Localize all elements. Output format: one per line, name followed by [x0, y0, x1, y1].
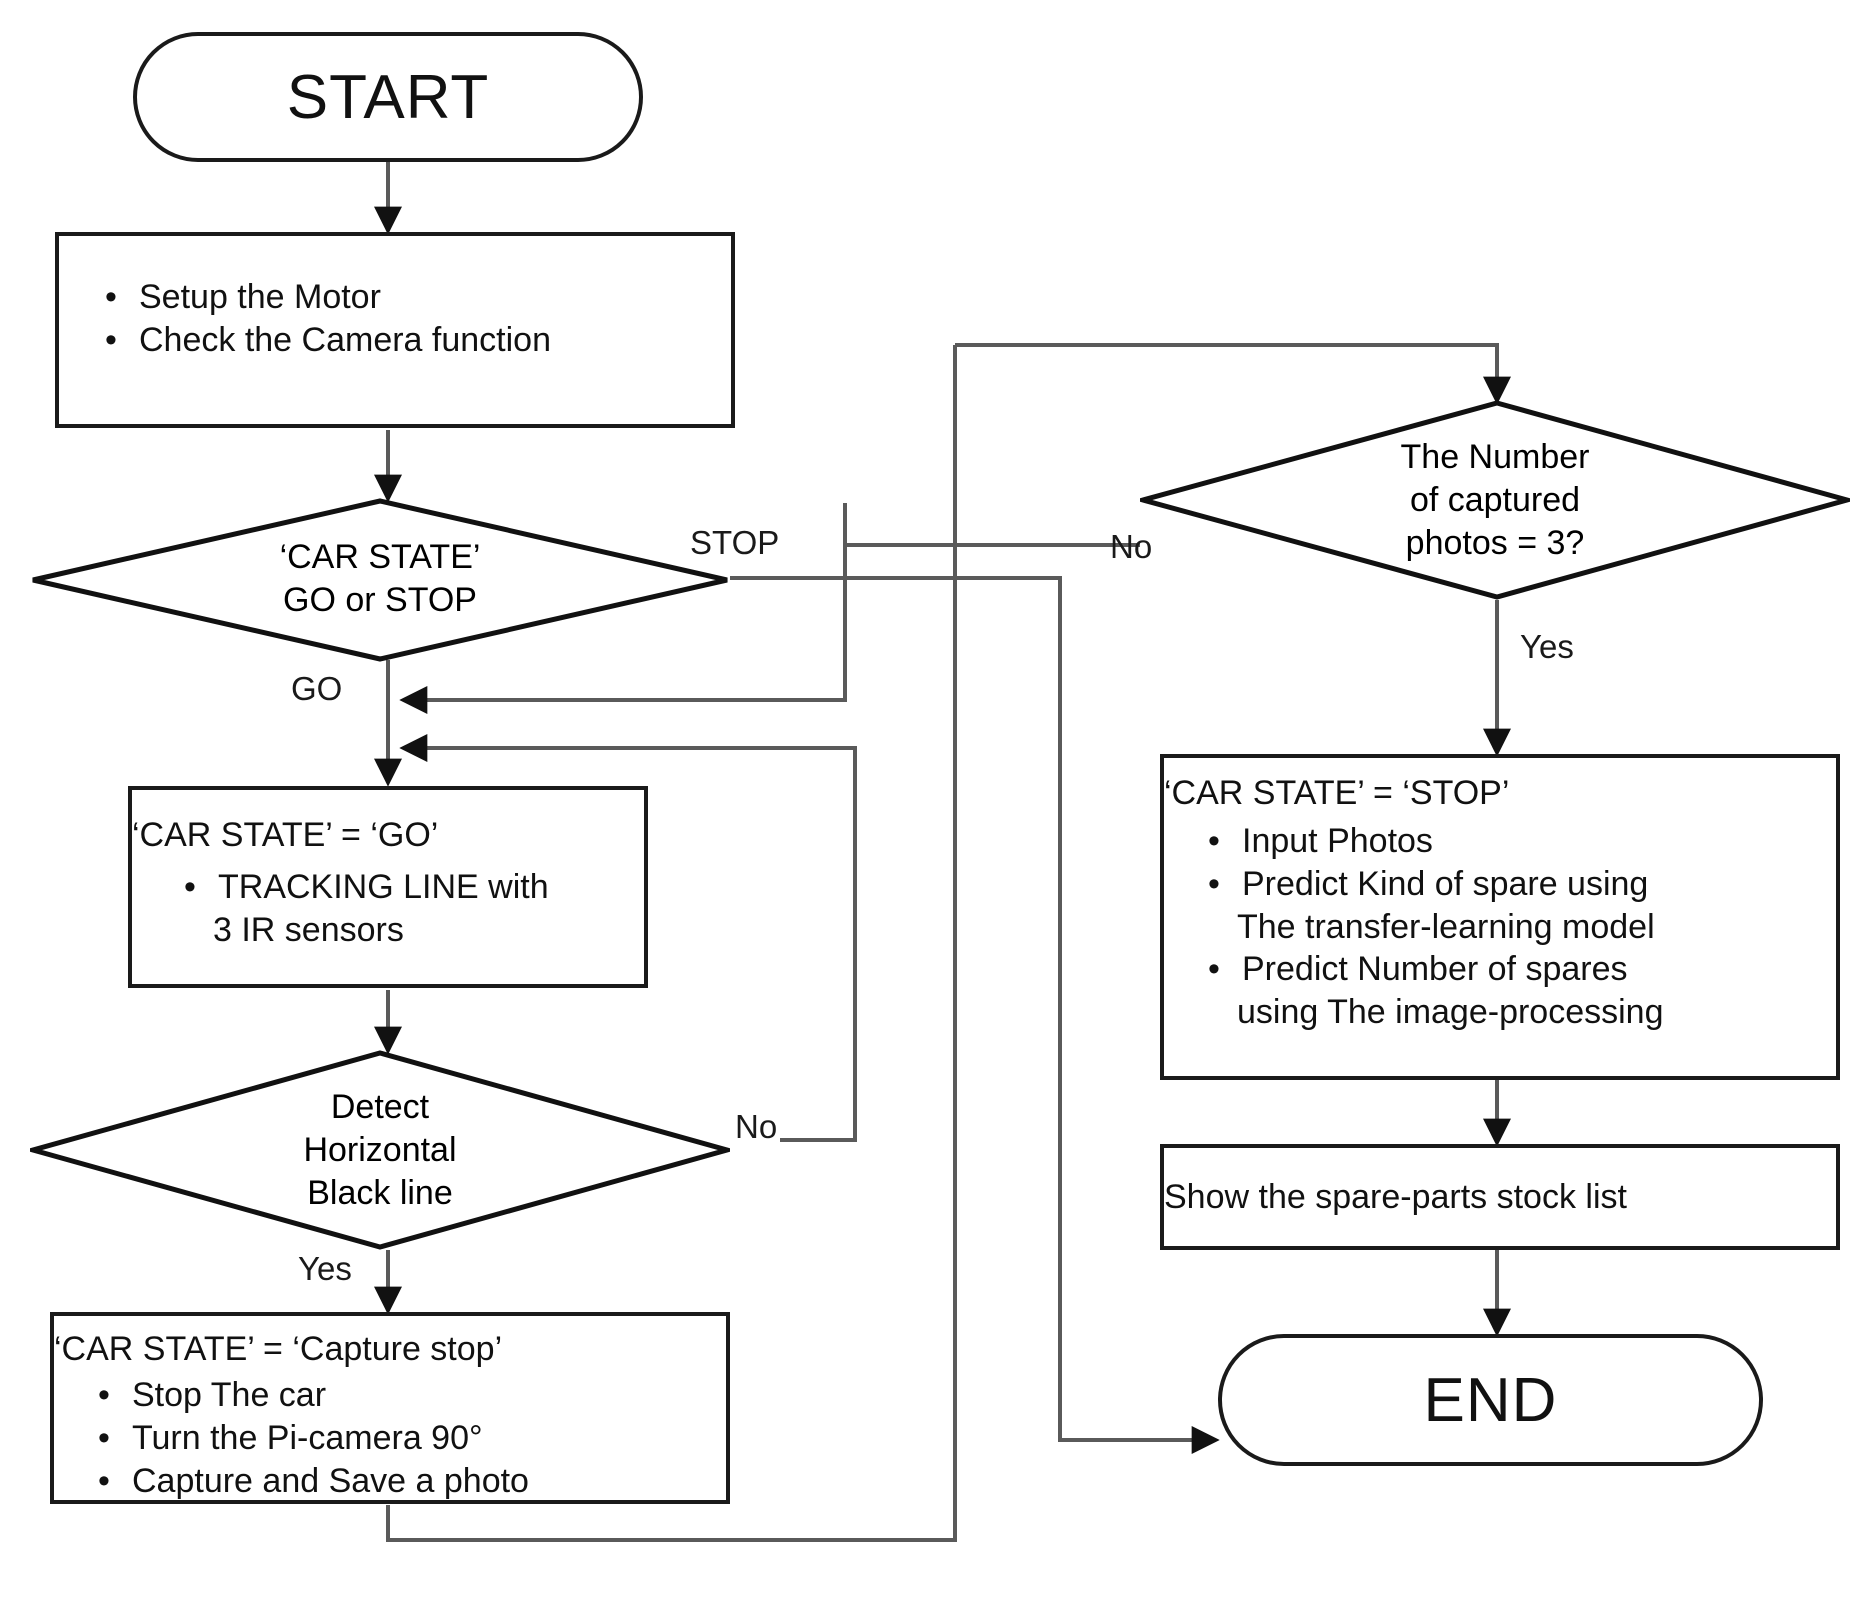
bullet-icon: • — [105, 320, 117, 359]
node-detect-line-decision[interactable]: Detect Horizontal Black line — [30, 1050, 730, 1250]
edge-label-go: GO — [291, 670, 343, 707]
node-car-state-stop-bullets: • Input Photos • Predict Kind of spare u… — [1186, 820, 1664, 1034]
edge-carstate-stop-to-end — [730, 576, 1220, 1454]
node-photo-count-decision-label: The Number of captured photos = 3? — [1140, 436, 1850, 564]
node-end-label: END — [1423, 1365, 1558, 1435]
edge-label-yes-count: Yes — [1520, 628, 1574, 665]
list-item: • Check the Camera function — [83, 319, 551, 362]
bullet-icon: • — [184, 868, 196, 906]
bullet-icon: • — [98, 1461, 110, 1500]
decision-line: Horizontal — [303, 1130, 457, 1169]
list-item: • Stop The car — [76, 1374, 529, 1417]
node-end[interactable]: END — [1218, 1334, 1763, 1466]
edge-label-no-count: No — [1110, 528, 1153, 565]
node-start-label: START — [286, 62, 490, 132]
node-capture-stop[interactable]: ‘CAR STATE’ = ‘Capture stop’ • Stop The … — [50, 1312, 730, 1504]
node-show-stock[interactable]: Show the spare-parts stock list — [1160, 1144, 1840, 1250]
bullet-text: Predict Kind of spare using — [1242, 864, 1649, 903]
bullet-icon: • — [1208, 864, 1220, 903]
decision-line: ‘CAR STATE’ — [279, 538, 481, 576]
node-detect-line-decision-label: Detect Horizontal Black line — [30, 1086, 730, 1214]
list-item: • Predict Number of spares using The ima… — [1186, 948, 1664, 1034]
bullet-text: Predict Number of spares — [1242, 950, 1628, 989]
node-capture-stop-bullets: • Stop The car • Turn the Pi-camera 90° … — [76, 1374, 529, 1502]
bullet-icon: • — [98, 1418, 110, 1457]
bullet-text: Stop The car — [132, 1376, 327, 1414]
decision-line: photos = 3? — [1405, 523, 1585, 562]
bullet-text: TRACKING LINE with — [218, 868, 549, 906]
node-photo-count-decision[interactable]: The Number of captured photos = 3? — [1140, 400, 1850, 600]
list-item: • Predict Kind of spare using The transf… — [1186, 863, 1664, 949]
node-setup-bullets: • Setup the Motor • Check the Camera fun… — [83, 276, 551, 362]
bullet-icon: • — [1208, 822, 1220, 860]
diamond-shape — [32, 498, 728, 662]
bullet-text: Capture and Save a photo — [132, 1461, 529, 1500]
decision-line: Black line — [307, 1173, 453, 1212]
edge-label-yes-detect: Yes — [298, 1250, 352, 1287]
edge-label-no-detect: No — [735, 1108, 778, 1145]
bullet-text: Check the Camera function — [139, 320, 551, 359]
node-start[interactable]: START — [133, 32, 643, 162]
list-item: • Turn the Pi-camera 90° — [76, 1417, 529, 1460]
bullet-text: Setup the Motor — [139, 278, 381, 316]
node-car-state-go[interactable]: ‘CAR STATE’ = ‘GO’ • TRACKING LINE with … — [128, 786, 648, 988]
node-car-state-decision[interactable]: ‘CAR STATE’ GO or STOP — [30, 498, 730, 662]
node-car-state-go-bullets: • TRACKING LINE with 3 IR sensors — [162, 866, 549, 952]
node-capture-stop-heading: ‘CAR STATE’ = ‘Capture stop’ — [54, 1330, 503, 1368]
decision-line: of captured — [1409, 480, 1581, 519]
bullet-icon: • — [1208, 950, 1220, 989]
bullet-text-cont: The transfer-learning model — [1237, 907, 1655, 946]
node-show-stock-label: Show the spare-parts stock list — [1164, 1178, 1627, 1216]
diamond-shape — [1140, 400, 1850, 600]
node-setup[interactable]: • Setup the Motor • Check the Camera fun… — [55, 232, 735, 428]
diamond-shape — [30, 1050, 730, 1250]
node-car-state-stop-heading: ‘CAR STATE’ = ‘STOP’ — [1164, 774, 1510, 812]
bullet-text: Input Photos — [1242, 822, 1433, 860]
decision-line: GO or STOP — [283, 580, 477, 619]
bullet-text-cont: using The image-processing — [1237, 993, 1664, 1032]
decision-line: The Number — [1400, 438, 1590, 476]
list-item: • Capture and Save a photo — [76, 1460, 529, 1503]
bullet-text: Turn the Pi-camera 90° — [132, 1418, 483, 1457]
edge-loop-into-photo-count — [955, 343, 1511, 405]
edge-label-stop: STOP — [690, 524, 780, 561]
list-item: • Input Photos — [1186, 820, 1664, 863]
list-item: • Setup the Motor — [83, 276, 551, 319]
node-car-state-go-heading: ‘CAR STATE’ = ‘GO’ — [132, 816, 439, 854]
list-item: • TRACKING LINE with 3 IR sensors — [162, 866, 549, 952]
decision-line: Detect — [330, 1088, 430, 1126]
bullet-text-cont: 3 IR sensors — [213, 910, 404, 949]
node-car-state-decision-label: ‘CAR STATE’ GO or STOP — [30, 536, 730, 622]
bullet-icon: • — [105, 278, 117, 316]
node-car-state-stop[interactable]: ‘CAR STATE’ = ‘STOP’ • Input Photos • Pr… — [1160, 754, 1840, 1080]
bullet-icon: • — [98, 1376, 110, 1414]
